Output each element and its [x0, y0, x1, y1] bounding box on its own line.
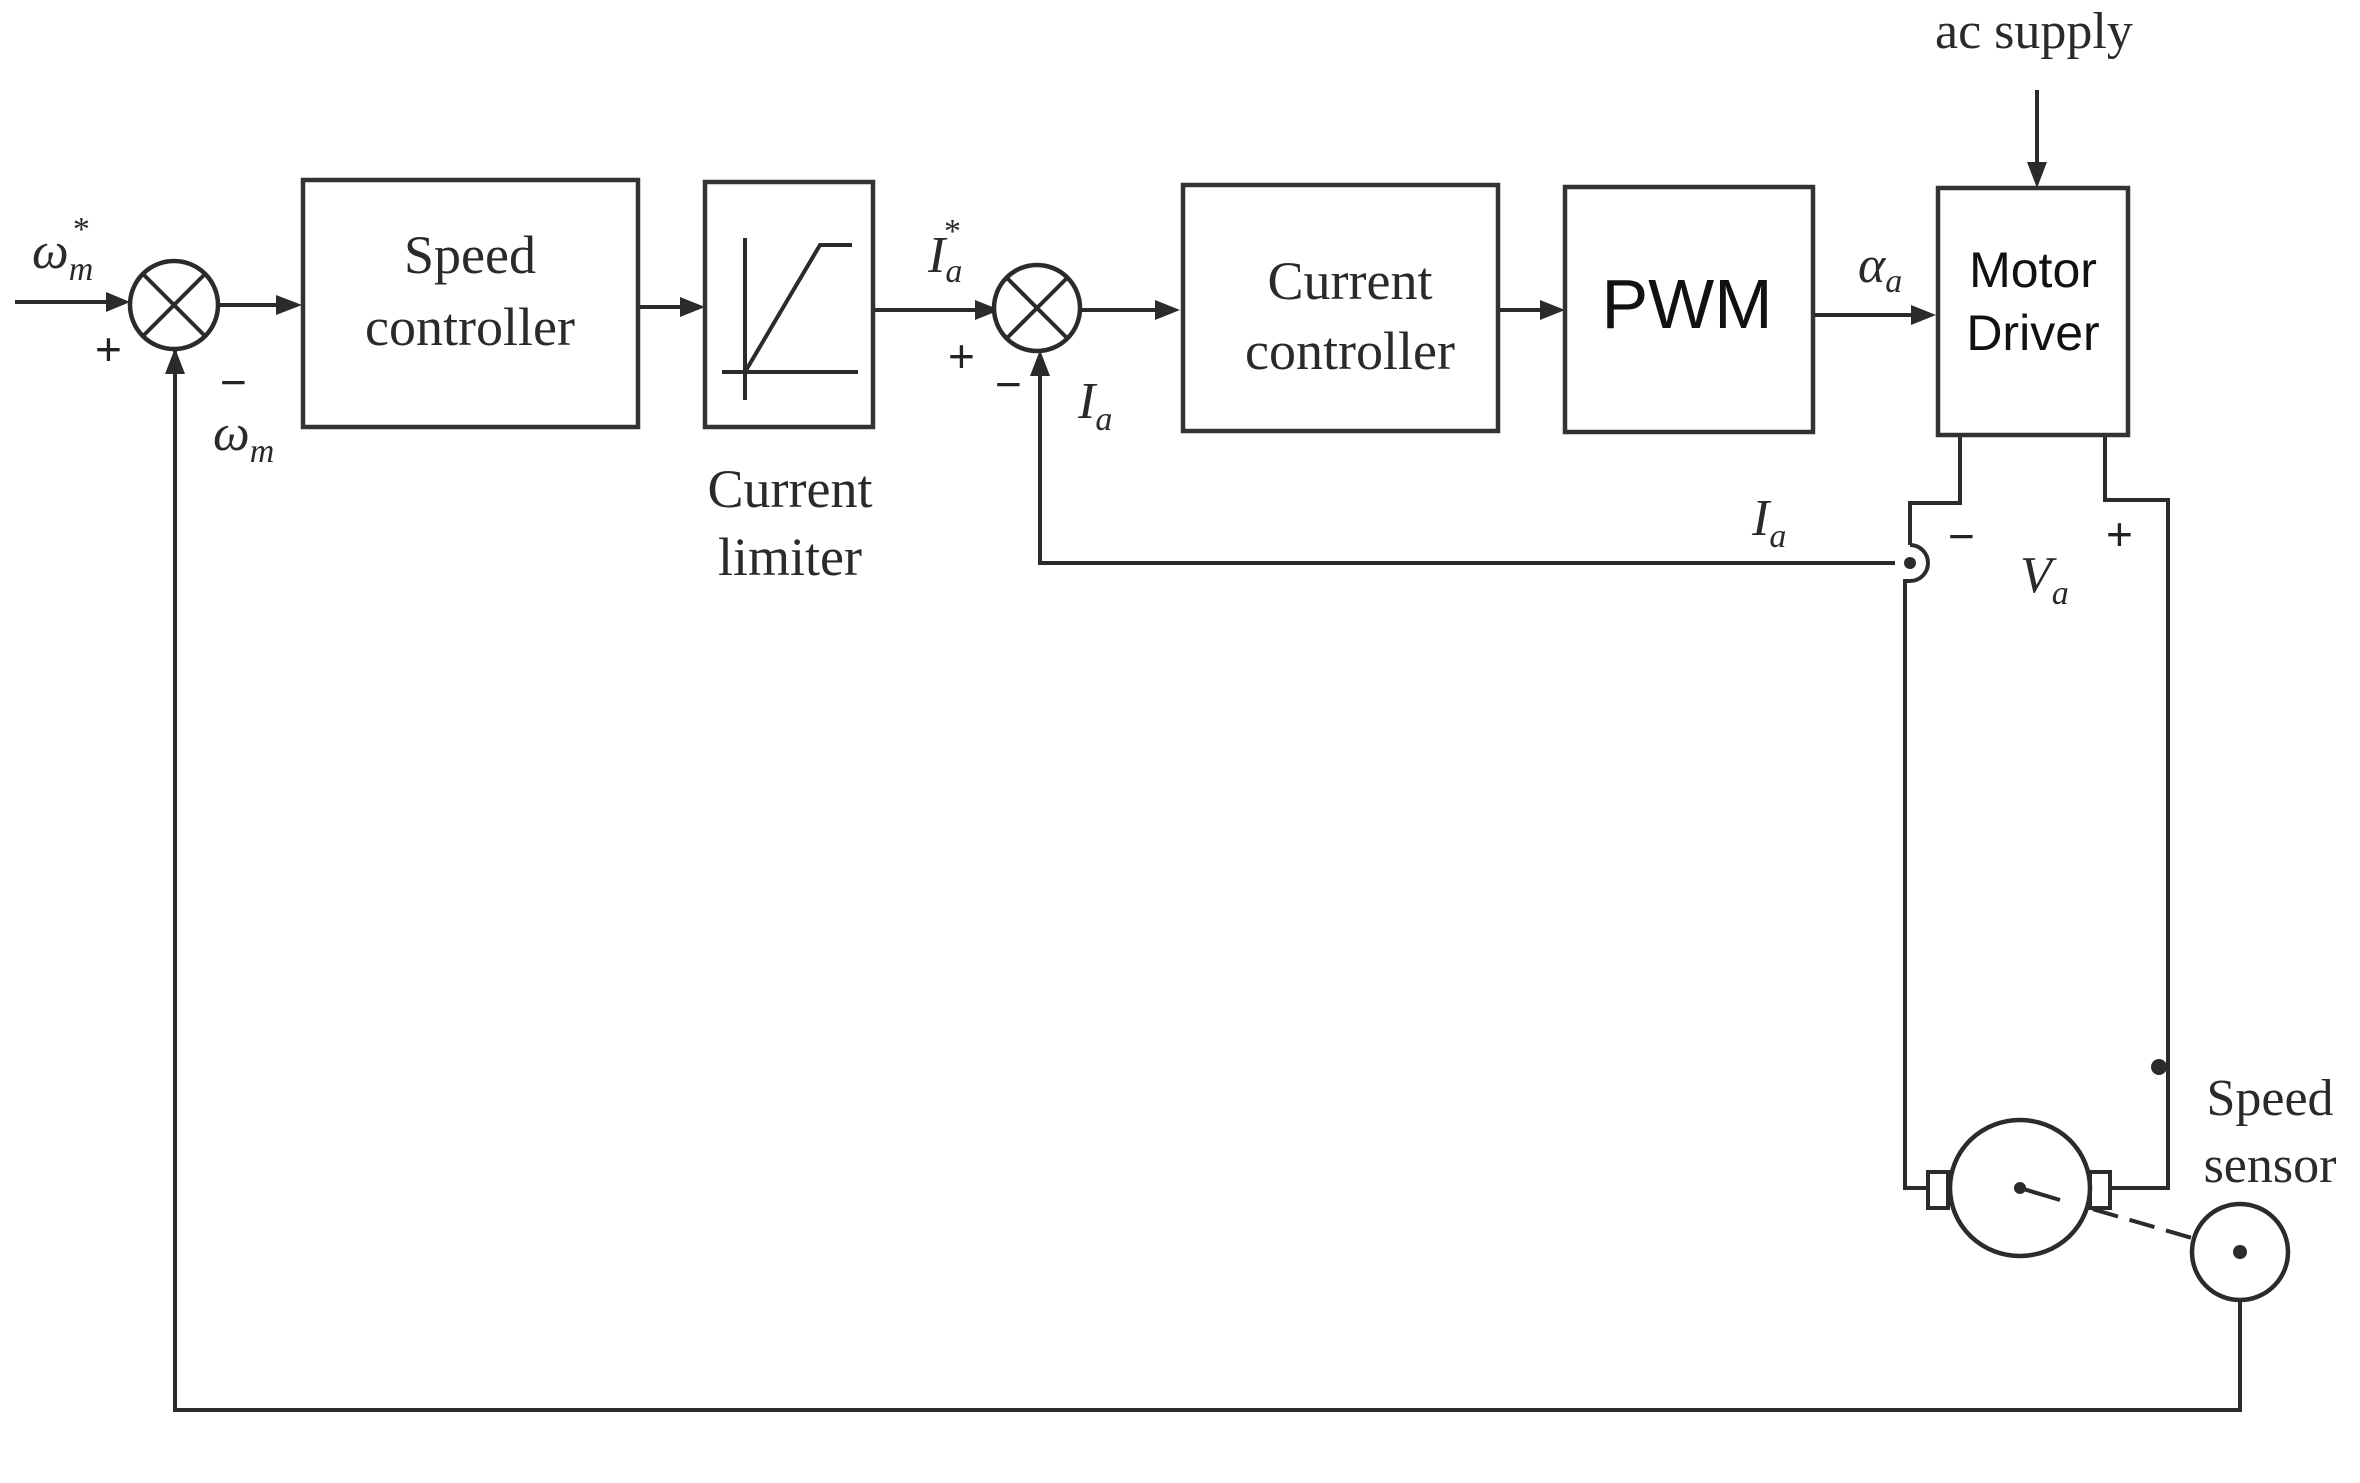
arrow-into-current-controller: [1155, 300, 1180, 320]
speed-sensor-icon: [2189, 1201, 2291, 1303]
arrow-ac-supply: [2027, 162, 2047, 188]
wire-speed-feedback: [173, 350, 2242, 1412]
pwm-label: PWM: [1601, 265, 1772, 343]
current-controller-label-line2: controller: [1245, 321, 1455, 381]
pwm-block: PWM: [1562, 184, 1816, 435]
dc-motor-icon: [1926, 1117, 2112, 1259]
current-sensor-loop: [1909, 543, 1930, 583]
arrow-into-sum1: [106, 292, 130, 312]
current-controller-label-line1: Current: [1268, 251, 1433, 311]
arrow-speed-feedback: [165, 348, 185, 374]
sum1-minus-sign: −: [220, 356, 247, 408]
summing-junction-speed: [127, 258, 221, 352]
current-sensor-dot: [1904, 557, 1916, 569]
current-limiter-label-line2: limiter: [718, 527, 862, 587]
motor-driver-label-line2: Driver: [1966, 305, 2099, 361]
arrow-into-driver: [1911, 305, 1936, 325]
sum2-plus-sign: +: [948, 330, 975, 382]
omega-feedback-label: ωm: [213, 405, 274, 470]
ia-line-label: Ia: [1751, 490, 1786, 555]
ia-ref-label: Ia*: [927, 213, 962, 290]
va-label: Va: [2020, 547, 2069, 612]
speed-controller-block: Speed controller: [300, 177, 641, 430]
speed-sensor-label-line1: Speed: [2206, 1070, 2333, 1127]
speed-controller-label-line2: controller: [365, 297, 575, 357]
arrow-into-limiter: [680, 297, 705, 317]
va-minus-sign: −: [1948, 510, 1975, 562]
sum1-plus-sign: +: [95, 323, 122, 375]
speed-sensor-label-line2: sensor: [2204, 1137, 2337, 1194]
summing-junction-current: [991, 262, 1083, 354]
arrow-into-pwm: [1540, 300, 1565, 320]
ia-feedback-label: Ia: [1077, 373, 1112, 438]
wire-current-feedback: [1038, 375, 1895, 565]
arrow-into-sum2: [975, 300, 1000, 320]
motor-shaft: [2019, 1186, 2061, 1202]
alpha-label: αa: [1858, 237, 1902, 300]
current-controller-block: Current controller: [1180, 182, 1501, 434]
current-limiter-label-line1: Current: [708, 459, 873, 519]
arrowheads: [106, 162, 2047, 376]
motor-driver-block: Motor Driver: [1935, 185, 2131, 438]
saturation-icon: [722, 238, 858, 400]
wire-driver-positive: [2103, 435, 2170, 1190]
va-plus-sign: +: [2106, 508, 2133, 560]
wire-driver-negative: [1908, 435, 1962, 545]
arrow-into-speed-controller: [276, 295, 302, 315]
current-limiter-block: Current limiter: [702, 179, 876, 587]
speed-controller-label-line1: Speed: [404, 225, 536, 285]
junction-dot: [2151, 1059, 2167, 1075]
motor-driver-label-line1: Motor: [1969, 242, 2097, 298]
arrow-current-feedback: [1030, 350, 1050, 376]
omega-ref-label: ωm*: [32, 211, 93, 288]
wire-negative-to-motor: [1903, 579, 1930, 1190]
ac-supply-label: ac supply: [1935, 3, 2133, 60]
sum2-minus-sign: −: [995, 358, 1022, 410]
